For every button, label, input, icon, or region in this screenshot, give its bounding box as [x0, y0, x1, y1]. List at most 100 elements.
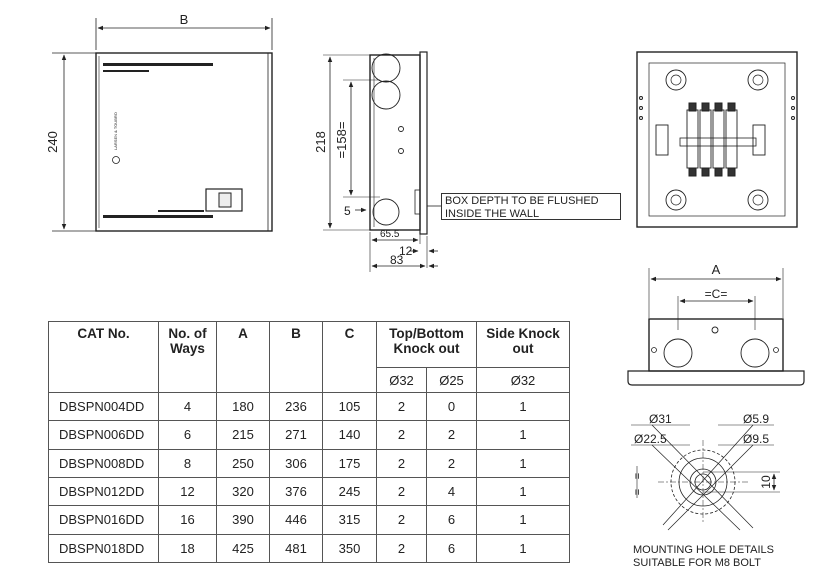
- front-view: [52, 18, 273, 232]
- cell-cat: DBSPN004DD: [48, 391, 159, 422]
- table-row: DBSPN008DD 8 250 306 175 2 2 1: [48, 448, 571, 478]
- header-c: C: [322, 321, 377, 393]
- hole-d5-9-label: Ø5.9: [743, 412, 769, 426]
- side-knockout-top: [371, 53, 401, 83]
- subheader-tb-d25: Ø25: [425, 367, 478, 393]
- cell-side32: 1: [476, 533, 571, 564]
- side-overall-height-label: 218: [313, 131, 328, 153]
- table-header-row: CAT No. No. of Ways A B C Top/Bottom Kno…: [48, 321, 571, 393]
- brand-logo-icon: [112, 156, 120, 164]
- top-screw-icon: [711, 326, 719, 334]
- header-cat-no: CAT No.: [48, 321, 159, 393]
- cell-a: 180: [216, 391, 270, 422]
- top-slot-bar: [103, 63, 213, 66]
- subheader-side-d32: Ø32: [476, 367, 571, 393]
- cell-b: 236: [269, 391, 323, 422]
- cell-c: 245: [322, 476, 377, 507]
- header-a: A: [216, 321, 270, 393]
- cell-b: 306: [269, 448, 323, 478]
- hole-eq-lower-label: =: [632, 489, 644, 495]
- internal-box-outline: [636, 51, 798, 228]
- side-depth-inner-label: 65.5: [380, 229, 400, 240]
- cell-tb32: 2: [376, 448, 427, 478]
- lock-icon: [205, 188, 243, 212]
- cell-tb25: 6: [425, 505, 478, 535]
- cell-ways: 4: [158, 391, 217, 422]
- neutral-terminal-left: [655, 124, 669, 156]
- cell-c: 140: [322, 420, 377, 450]
- cell-tb32: 2: [376, 533, 427, 564]
- cell-tb32: 2: [376, 391, 427, 422]
- cell-cat: DBSPN008DD: [48, 448, 159, 478]
- brand-text: LARSEN & TOUBRO: [113, 112, 118, 150]
- table-row: DBSPN016DD 16 390 446 315 2 6 1: [48, 505, 571, 535]
- cell-a: 250: [216, 448, 270, 478]
- cell-side32: 1: [476, 391, 571, 422]
- internal-view: [636, 51, 798, 228]
- cell-b: 271: [269, 420, 323, 450]
- cell-ways: 8: [158, 448, 217, 478]
- table-row: DBSPN018DD 18 425 481 350 2 6 1: [48, 533, 571, 564]
- earth-terminal-right: [752, 124, 766, 156]
- cell-ways: 16: [158, 505, 217, 535]
- side-flange: [419, 51, 428, 235]
- cell-b: 446: [269, 505, 323, 535]
- top-flange: [627, 370, 805, 386]
- cell-side32: 1: [476, 476, 571, 507]
- flush-depth-note: BOX DEPTH TO BE FLUSHED INSIDE THE WALL: [441, 193, 621, 220]
- cell-b: 481: [269, 533, 323, 564]
- corner-knockout-bl: [665, 189, 687, 211]
- cell-tb25: 2: [425, 448, 478, 478]
- front-width-label: B: [180, 12, 189, 27]
- cell-ways: 12: [158, 476, 217, 507]
- cell-tb32: 2: [376, 420, 427, 450]
- cell-tb25: 4: [425, 476, 478, 507]
- cell-cat: DBSPN012DD: [48, 476, 159, 507]
- cell-a: 215: [216, 420, 270, 450]
- side-screw-lower-icon: [398, 148, 404, 154]
- corner-knockout-tr: [747, 69, 769, 91]
- cell-c: 105: [322, 391, 377, 422]
- mounting-hole-note: MOUNTING HOLE DETAILS SUITABLE FOR M8 BO…: [633, 544, 823, 570]
- hole-d31-label: Ø31: [649, 412, 672, 426]
- cell-ways: 18: [158, 533, 217, 564]
- cell-b: 376: [269, 476, 323, 507]
- top-pitch-label: =C=: [705, 287, 728, 301]
- cell-cat: DBSPN018DD: [48, 533, 159, 564]
- side-view: [323, 51, 441, 272]
- top-knockout-right: [740, 338, 770, 368]
- header-b: B: [269, 321, 323, 393]
- cell-tb25: 2: [425, 420, 478, 450]
- cell-c: 175: [322, 448, 377, 478]
- mounting-hole-note-line-2: SUITABLE FOR M8 BOLT: [633, 557, 761, 569]
- header-top-bottom-knockout: Top/Bottom Knock out: [375, 321, 478, 368]
- side-screw-upper-icon: [398, 126, 404, 132]
- table-row: DBSPN006DD 6 215 271 140 2 2 1: [48, 420, 571, 450]
- cell-tb25: 0: [425, 391, 478, 422]
- top-view: [627, 268, 805, 386]
- corner-knockout-tl: [665, 69, 687, 91]
- table-row: DBSPN012DD 12 320 376 245 2 4 1: [48, 476, 571, 507]
- bottom-slot-bar-short: [158, 210, 204, 212]
- mounting-hole-detail: [631, 424, 780, 531]
- subheader-tb-d32: Ø32: [376, 367, 427, 393]
- flush-depth-note-line-1: BOX DEPTH TO BE FLUSHED: [445, 195, 599, 207]
- hole-dim-10-label: 10: [759, 475, 773, 489]
- cell-cat: DBSPN006DD: [48, 420, 159, 450]
- cell-a: 390: [216, 505, 270, 535]
- cell-tb32: 2: [376, 505, 427, 535]
- cell-c: 315: [322, 505, 377, 535]
- side-depth-total-label: 83: [390, 253, 404, 267]
- cell-ways: 6: [158, 420, 217, 450]
- cell-side32: 1: [476, 420, 571, 450]
- hole-d9-5-label: Ø9.5: [743, 432, 769, 446]
- cell-c: 350: [322, 533, 377, 564]
- header-no-of-ways: No. of Ways: [158, 321, 217, 393]
- side-flange-label: 12: [399, 244, 413, 258]
- corner-knockout-br: [747, 189, 769, 211]
- front-height-label: 240: [45, 131, 60, 153]
- cell-side32: 1: [476, 448, 571, 478]
- side-offset-label: 5: [344, 204, 351, 218]
- top-width-label: A: [712, 262, 721, 277]
